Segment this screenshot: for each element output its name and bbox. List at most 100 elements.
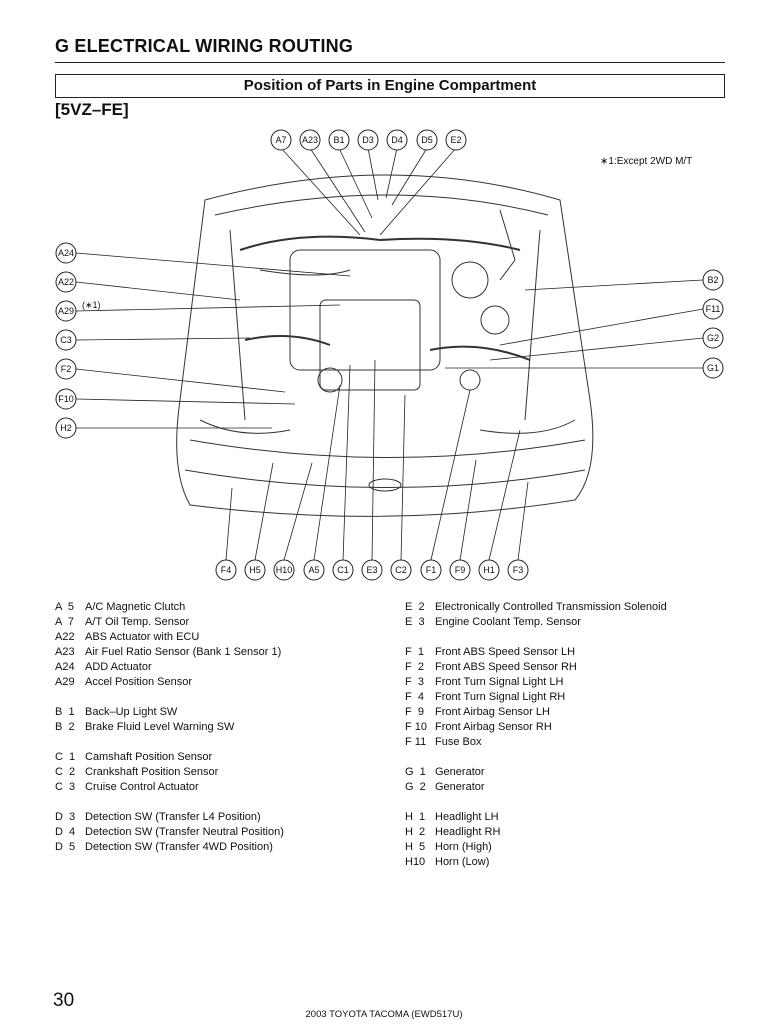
svg-text:C2: C2: [395, 565, 407, 575]
svg-text:D4: D4: [391, 135, 403, 145]
callout-F10: F10: [55, 388, 77, 410]
svg-text:F11: F11: [706, 304, 721, 314]
page-number: 30: [53, 990, 75, 1011]
svg-text:H2: H2: [60, 423, 72, 433]
callout-H10: H10: [273, 559, 295, 581]
svg-text:D5: D5: [421, 135, 433, 145]
legend-row: [55, 735, 284, 750]
callout-H2: H2: [55, 417, 77, 439]
svg-text:B2: B2: [707, 275, 718, 285]
leader-lines: [75, 147, 704, 561]
svg-text:C1: C1: [337, 565, 349, 575]
svg-text:F10: F10: [58, 394, 74, 404]
svg-text:B1: B1: [333, 135, 344, 145]
engine-code: [5VZ–FE]: [55, 100, 129, 119]
page-footer: 2003 TOYOTA TACOMA (EWD517U): [305, 1009, 463, 1020]
subtitle-box: Position of Parts in Engine Compartment: [55, 74, 725, 98]
engine-compartment-diagram: A7 A23 B1 D3 D4 D5 E2 A24 A22 A29 C3 F2 …: [55, 129, 724, 581]
svg-text:F4: F4: [221, 565, 232, 575]
callout-C3: C3: [55, 329, 77, 351]
svg-text:H1: H1: [483, 565, 495, 575]
svg-text:F1: F1: [426, 565, 437, 575]
svg-text:C3: C3: [60, 335, 72, 345]
callout-A7: A7: [270, 129, 292, 151]
legend-row: [405, 630, 667, 645]
svg-text:E3: E3: [366, 565, 377, 575]
svg-text:F3: F3: [513, 565, 524, 575]
callout-F9: F9: [449, 559, 471, 581]
svg-text:A5: A5: [308, 565, 319, 575]
svg-text:G1: G1: [707, 363, 719, 373]
svg-text:F9: F9: [455, 565, 466, 575]
callout-G2: G2: [702, 327, 724, 349]
svg-text:E2: E2: [450, 135, 461, 145]
callout-B2: B2: [702, 269, 724, 291]
svg-text:D3: D3: [362, 135, 374, 145]
legend-row: [55, 690, 284, 705]
callout-H1: H1: [478, 559, 500, 581]
callout-A5: A5: [303, 559, 325, 581]
svg-text:A23: A23: [302, 135, 318, 145]
legend-row: [405, 795, 667, 810]
callout-D3: D3: [357, 129, 379, 151]
footnote-except-2wd: ∗1:Except 2WD M/T: [600, 156, 693, 167]
svg-text:A7: A7: [275, 135, 286, 145]
legend-row: [405, 750, 667, 765]
svg-text:F2: F2: [61, 364, 72, 374]
header-rule: [55, 62, 725, 63]
callout-F4: F4: [215, 559, 237, 581]
callout-F2: F2: [55, 358, 77, 380]
callout-G1: G1: [702, 357, 724, 379]
svg-text:A29: A29: [58, 306, 74, 316]
page-header: G ELECTRICAL WIRING ROUTING: [55, 36, 725, 63]
callout-F3: F3: [507, 559, 529, 581]
star-note-label: (∗1): [82, 300, 101, 310]
callout-D5: D5: [416, 129, 438, 151]
callout-A29: A29: [55, 300, 77, 322]
svg-text:A22: A22: [58, 277, 74, 287]
callout-F11: F11: [702, 298, 724, 320]
svg-text:H10: H10: [276, 565, 293, 575]
svg-text:H5: H5: [249, 565, 261, 575]
callout-H5: H5: [244, 559, 266, 581]
callout-A22: A22: [55, 271, 77, 293]
callout-D4: D4: [386, 129, 408, 151]
callout-A24: A24: [55, 242, 77, 264]
svg-text:G2: G2: [707, 333, 719, 343]
callout-F1: F1: [420, 559, 442, 581]
callout-C2: C2: [390, 559, 412, 581]
vehicle-outline: [176, 174, 594, 517]
callouts: A7 A23 B1 D3 D4 D5 E2 A24 A22 A29 C3 F2 …: [55, 129, 724, 581]
callout-E2: E2: [445, 129, 467, 151]
